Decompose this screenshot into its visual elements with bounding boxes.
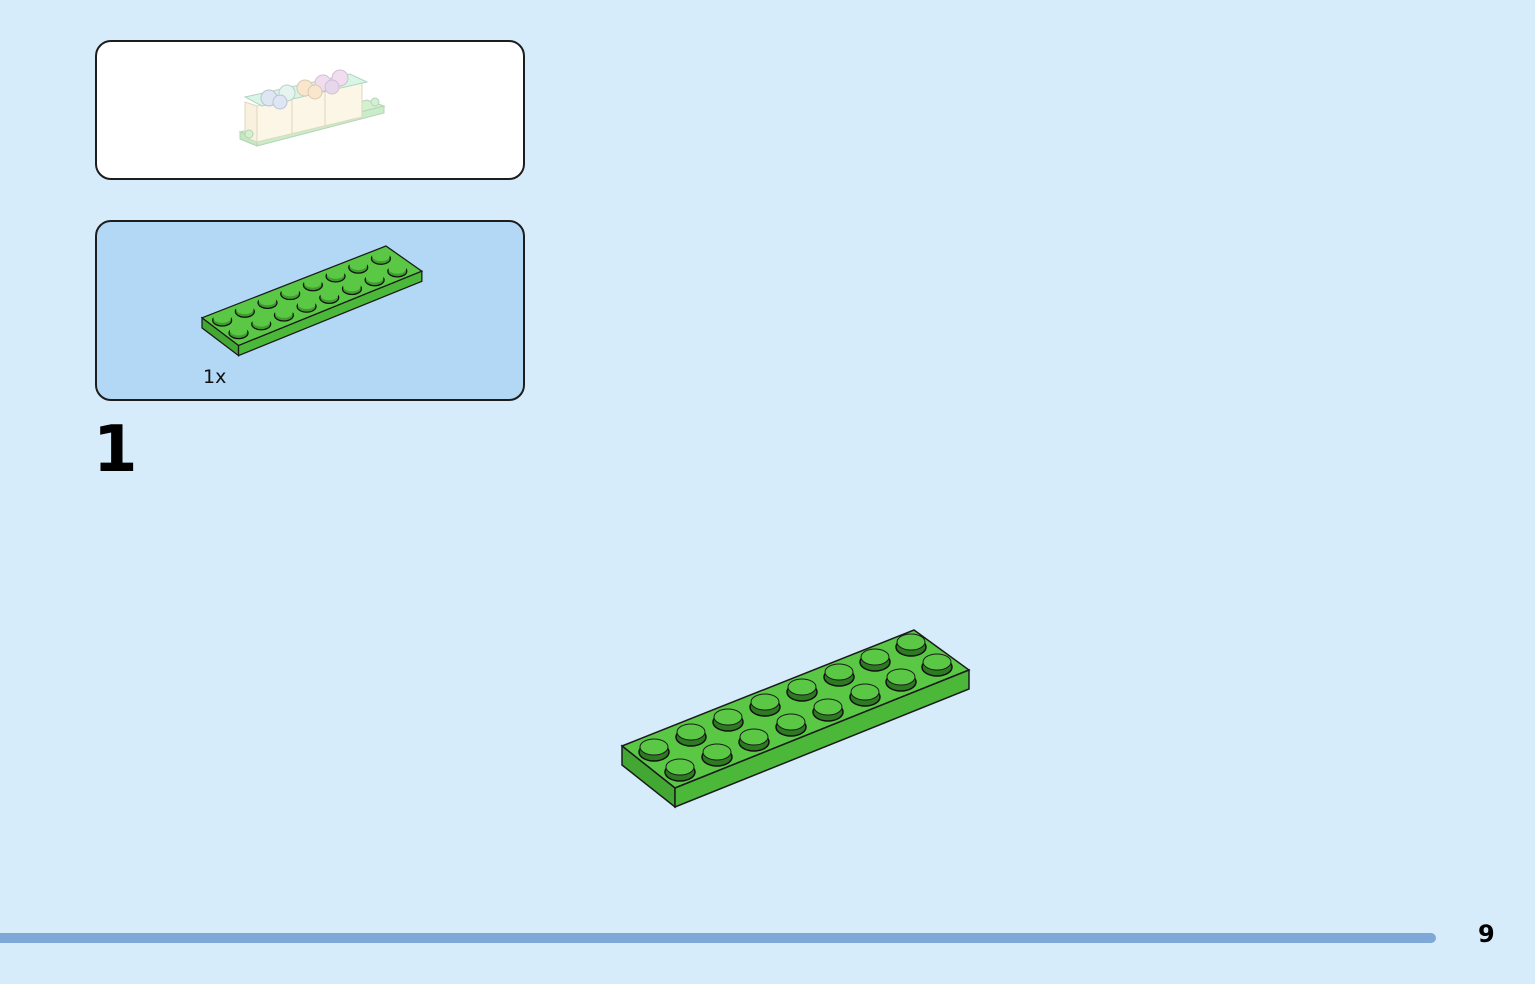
- page-number: 9: [1478, 920, 1495, 948]
- green-plate-2x8-icon: [200, 245, 424, 357]
- model-preview-panel: [95, 40, 525, 180]
- green-plate-2x8-build-icon: [620, 629, 971, 809]
- progress-bar: [0, 933, 1436, 943]
- part-quantity: 1x: [203, 366, 227, 388]
- parts-list-panel: 1x: [95, 220, 525, 401]
- step-number: 1: [93, 413, 138, 487]
- faded-model-preview-icon: [238, 69, 386, 147]
